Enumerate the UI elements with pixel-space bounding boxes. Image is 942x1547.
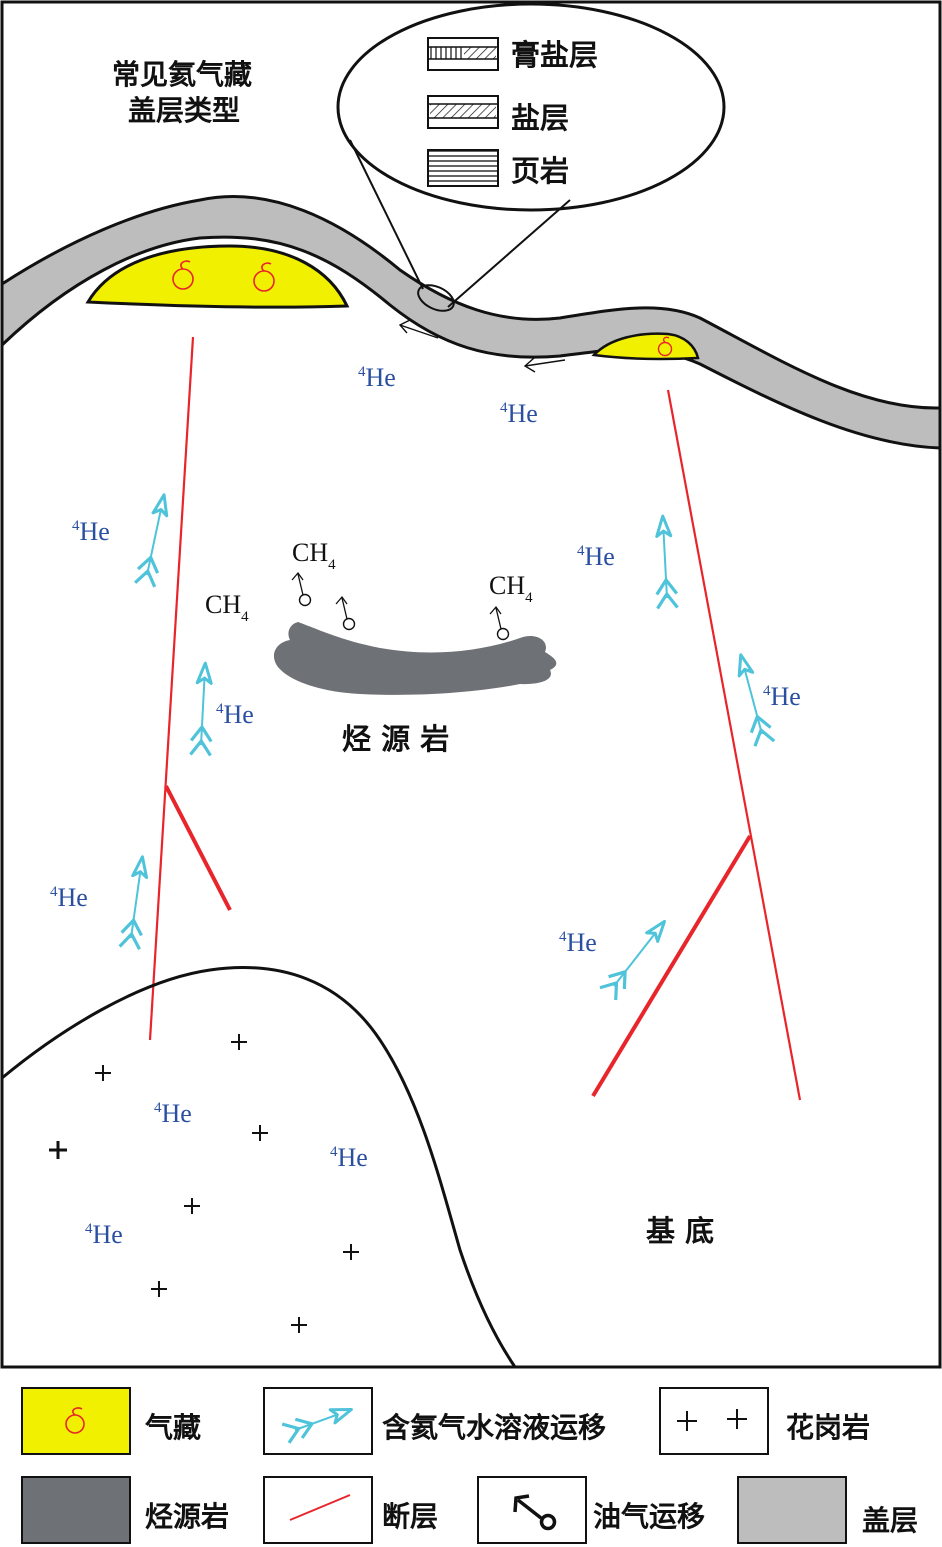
granite-crosses — [49, 1034, 359, 1333]
legend-label: 盖层 — [862, 1504, 918, 1537]
legend: 气藏 含氦气水溶液运移 花岗岩 烃源岩 断层 油气运移 盖层 — [21, 1387, 918, 1544]
caprock-type-label: 膏盐层 — [511, 38, 598, 72]
fault-line-icon — [289, 1494, 351, 1521]
helium-label: 4He — [577, 542, 615, 571]
reservoir-symbol-icon — [657, 336, 673, 357]
legend-label: 断层 — [382, 1500, 438, 1533]
helium-label: 4He — [358, 363, 396, 392]
reservoir-symbol-icon — [172, 260, 194, 290]
helium-label: 4He — [50, 883, 88, 912]
gas-reservoir-right — [591, 332, 700, 361]
granite-plus-icon — [677, 1409, 747, 1431]
helium-label: 4He — [72, 517, 110, 546]
callout-leader — [349, 139, 424, 290]
legend-label: 气藏 — [144, 1411, 201, 1444]
caprock-band — [0, 195, 942, 450]
ch4-label: CH4 — [489, 571, 533, 606]
helium-label: 4He — [330, 1143, 368, 1172]
caprock-type-label: 页岩 — [511, 154, 569, 188]
hydrocarbon-migration-arrow-icon — [513, 1494, 557, 1531]
fault-left-branch — [164, 785, 232, 911]
fault-right — [666, 389, 802, 1101]
caprock-type-shale-swatch — [427, 149, 499, 187]
basement-label: 基 底 — [646, 1214, 714, 1248]
diagram-title-line2: 盖层类型 — [128, 94, 240, 127]
hydrocarbon-migration-arrow — [398, 319, 439, 339]
caprock-swatch — [737, 1476, 847, 1544]
helium-label: 4He — [216, 700, 254, 729]
legend-label: 油气运移 — [593, 1500, 705, 1533]
fault-left — [148, 336, 195, 1041]
granite-boundary — [1, 966, 517, 1368]
legend-label: 花岗岩 — [786, 1411, 870, 1444]
ch4-label: CH4 — [292, 538, 336, 573]
gas-reservoir-left — [85, 244, 350, 309]
source-rock-swatch — [21, 1476, 131, 1544]
legend-label: 烃源岩 — [145, 1500, 229, 1533]
diagram-title-line1: 常见氦气藏 — [112, 58, 252, 91]
source-rock-body — [273, 622, 557, 695]
helium-label: 4He — [85, 1220, 123, 1249]
ch4-label: CH4 — [205, 590, 249, 625]
helium-label: 4He — [154, 1099, 192, 1128]
reservoir-symbol-icon — [65, 1407, 85, 1434]
fault-right-branch — [591, 834, 752, 1098]
callout-leader — [447, 199, 571, 308]
callout-focus-ellipse — [417, 284, 455, 312]
caprock-type-label: 盐层 — [511, 101, 569, 135]
hydrocarbon-migration-arrow — [523, 357, 566, 373]
legend-label: 含氦气水溶液运移 — [382, 1411, 606, 1444]
gas-reservoir-swatch — [21, 1387, 131, 1455]
source-rock-label: 烃 源 岩 — [342, 722, 449, 756]
caprock-type-gypsum-salt-swatch — [427, 37, 499, 71]
helium-label: 4He — [559, 928, 597, 957]
helium-label: 4He — [500, 399, 538, 428]
helium-water-migration-arrow-icon — [281, 1407, 353, 1444]
reservoir-symbol-icon — [253, 262, 275, 292]
caprock-type-salt-swatch — [427, 95, 499, 129]
helium-label: 4He — [763, 682, 801, 711]
